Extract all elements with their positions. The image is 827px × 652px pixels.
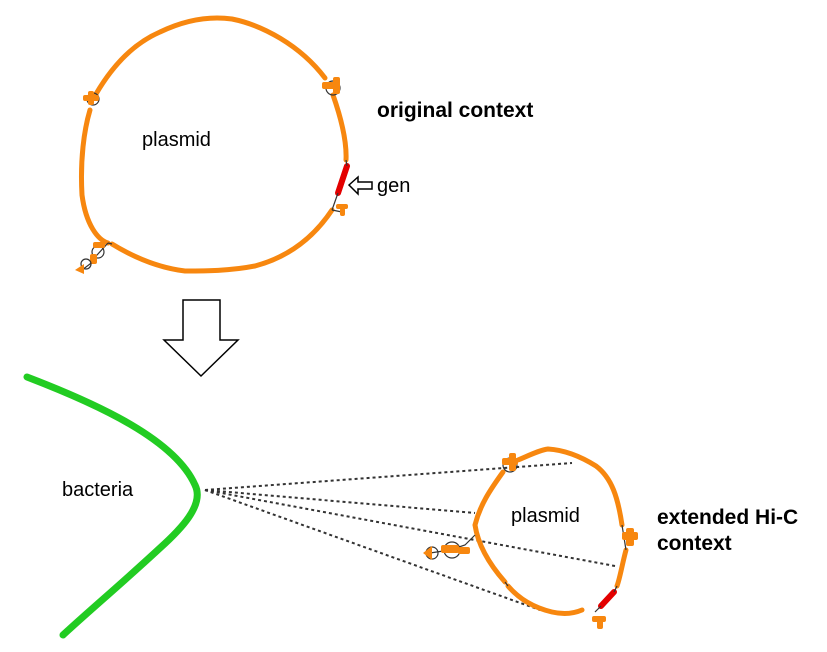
node-knob — [88, 91, 94, 105]
node-knob — [90, 254, 97, 264]
gene-pointer-icon — [347, 175, 373, 196]
self-loop — [80, 258, 92, 270]
bacteria-chromosome — [23, 373, 201, 639]
junction-link — [345, 159, 348, 167]
junction-link — [613, 585, 618, 593]
plasmid-segment-top — [93, 15, 328, 97]
junction-link — [331, 192, 339, 211]
node-knob — [441, 545, 459, 553]
plasmid-segment-left — [78, 107, 111, 246]
node-knob — [509, 453, 516, 471]
node-knob — [597, 620, 603, 629]
hic-link — [204, 489, 616, 567]
bacteria-label: bacteria — [62, 479, 134, 501]
node-knob — [423, 546, 432, 560]
transition-arrow-icon — [162, 299, 240, 378]
junction-link — [504, 581, 509, 587]
node-knob — [592, 616, 606, 622]
node-knob — [336, 204, 348, 209]
hic-link — [204, 489, 541, 611]
gene-label: gen — [377, 175, 410, 197]
original-plasmid-graph: plasmid gen — [75, 15, 410, 274]
node-knob — [93, 242, 105, 248]
plasmid-segment-right — [614, 547, 629, 589]
node-knob — [458, 547, 470, 554]
extended-context-label-line1: extended Hi-C — [657, 506, 798, 529]
gene-segment — [335, 163, 350, 196]
plasmid-label: plasmid — [142, 129, 211, 151]
extended-plasmid-graph: plasmid — [423, 446, 638, 629]
gene-segment — [598, 589, 617, 609]
plasmid-segment-bottom — [505, 583, 585, 616]
original-context-label: original context — [377, 99, 533, 122]
extended-context-label-line2: context — [657, 532, 732, 555]
plasmid-segment-top — [515, 446, 625, 528]
node-knob — [340, 208, 345, 216]
plasmid-label: plasmid — [511, 505, 580, 527]
junction-link — [594, 605, 602, 613]
plasmid-segment-right — [330, 92, 349, 163]
plasmid-segment-bottom-right — [109, 207, 335, 274]
node-knob — [333, 77, 340, 94]
node-knob — [75, 264, 84, 274]
plasmid-segment-left — [472, 469, 508, 585]
hic-links — [204, 462, 616, 611]
junction-link — [107, 242, 113, 245]
hic-link — [204, 489, 476, 514]
node-knob — [626, 528, 634, 546]
